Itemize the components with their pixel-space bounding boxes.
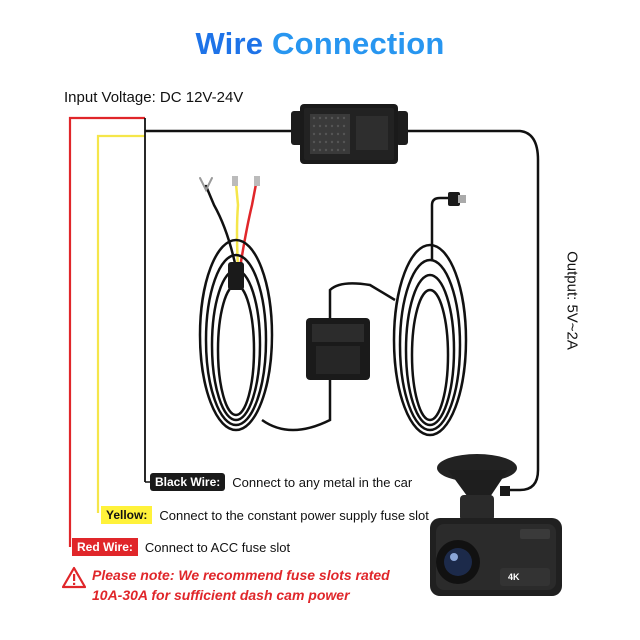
red-wire-tag: Red Wire: <box>72 538 138 556</box>
yellow-wire-tag: Yellow: <box>101 506 153 524</box>
wire-splice-sleeve <box>228 262 244 290</box>
input-voltage-label: Input Voltage: DC 12V-24V <box>64 89 244 106</box>
yellow-wire-text: Connect to the constant power supply fus… <box>159 507 429 523</box>
output-cable <box>405 129 540 492</box>
black-wire-text: Connect to any metal in the car <box>232 474 413 490</box>
black-wire-tag: Black Wire: <box>150 473 226 491</box>
title-word-2: Connection <box>272 26 445 61</box>
red-wire-text: Connect to ACC fuse slot <box>144 539 291 555</box>
coiled-cable-right <box>392 243 468 437</box>
red-wire-row: Red Wire: Connect to ACC fuse slot <box>72 538 290 556</box>
camera-4k-badge: 4K <box>508 572 520 582</box>
wire-terminals <box>199 176 260 270</box>
title-word-1: Wire <box>195 26 264 61</box>
yellow-wire-line <box>96 134 145 513</box>
usb-connector-top <box>430 192 466 260</box>
page-title: Wire Connection <box>0 26 640 62</box>
dash-cam: 4K <box>430 454 562 596</box>
step-down-converter-middle <box>306 318 370 380</box>
fuse-note-line-1: Please note: We recommend fuse slots rat… <box>92 567 390 583</box>
warning-icon <box>62 566 86 589</box>
step-down-converter-top <box>291 104 408 164</box>
fuse-note-line-2: 10A-30A for sufficient dash cam power <box>92 587 350 603</box>
output-label-wrap: Output: 5V~2A <box>557 238 581 368</box>
output-voltage-label: Output: 5V~2A <box>563 251 581 350</box>
fuse-note: Please note: We recommend fuse slots rat… <box>92 565 452 605</box>
yellow-wire-row: Yellow: Connect to the constant power su… <box>101 506 429 524</box>
black-wire-row: Black Wire: Connect to any metal in the … <box>150 473 412 491</box>
red-wire-line <box>68 116 145 547</box>
